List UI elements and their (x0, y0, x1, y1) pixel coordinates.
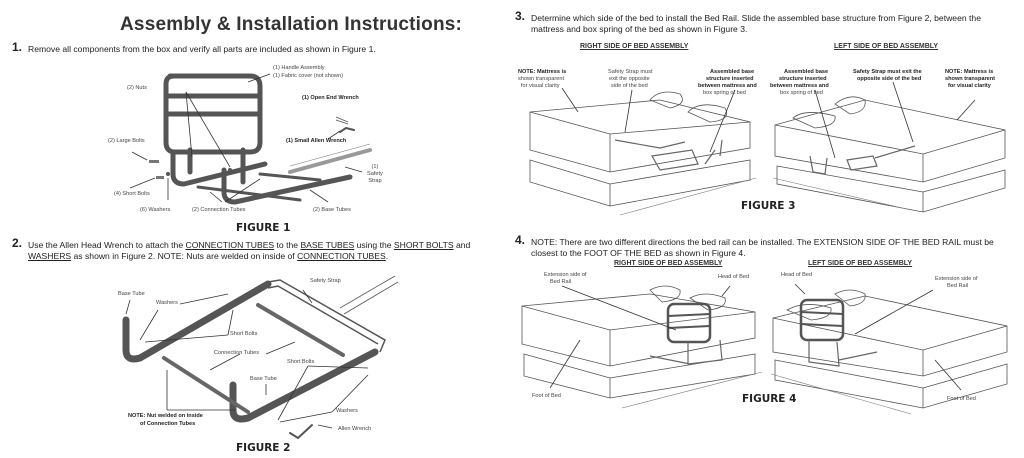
step-text-part: Use the Allen Head Wrench to attach the (28, 240, 186, 250)
callout-safety-strap: Safety Strap must exit the (853, 69, 922, 75)
figure-3-right-heading: RIGHT SIDE OF BED ASSEMBLY (580, 43, 689, 50)
callout-fabric-cover: (1) Fabric cover (not shown) (273, 73, 343, 79)
callout-head-of-bed: Head of Bed (718, 274, 750, 280)
figure-4-right-heading: RIGHT SIDE OF BED ASSEMBLY (614, 260, 723, 267)
term-connection-tubes: CONNECTION TUBES (185, 240, 275, 250)
term-connection-tubes: CONNECTION TUBES (297, 251, 386, 261)
callout-small-allen-wrench: (1) Small Allen Wrench (286, 138, 347, 144)
callout-base-structure: Assembled base (710, 69, 755, 75)
callout-note-mattress: for visual clarity (521, 83, 560, 89)
bed-drawing (772, 81, 1006, 213)
figure-3-left-bed: Assembled base structure inserted betwee… (765, 60, 1024, 220)
callout-extension-side: Bed Rail (947, 283, 969, 289)
callout-note-mattress: for visual clarity (948, 83, 991, 89)
step-text: Remove all components from the box and v… (28, 44, 376, 54)
callout-nuts: (2) Nuts (127, 85, 147, 91)
callout-handle-assembly: (1) Handle Assembly (273, 65, 325, 71)
callout-base-structure: between mattress and (770, 83, 829, 89)
callout-base-tube: Base Tube (250, 376, 277, 382)
callout-safety-strap: Safety Strap (310, 278, 341, 284)
callout-head-of-bed: Head of Bed (781, 272, 813, 278)
callout-short-bolts: Short Bolts (230, 331, 258, 337)
callout-note-nut-welded: NOTE: Nut welded on inside (128, 413, 203, 419)
callout-foot-of-bed: Foot of Bed (532, 393, 561, 399)
callout-note-mattress: shown transparent (518, 76, 565, 82)
step-1: 1. Remove all components from the box an… (12, 41, 498, 55)
callout-safety-strap: exit the opposite (609, 76, 650, 82)
figure-2: Base Tube Washers Safety Strap Short Bol… (100, 270, 420, 458)
step-2: 2. Use the Allen Head Wrench to attach t… (12, 237, 503, 262)
callout-connection-tubes: Connection Tubes (214, 350, 260, 356)
callout-base-structure: box spring of bed (703, 90, 746, 96)
callout-base-structure: structure inserted (779, 76, 827, 82)
step-text: Determine which side of the bed to insta… (531, 13, 981, 34)
figure-4-left-heading: LEFT SIDE OF BED ASSEMBLY (808, 260, 913, 267)
step-number: 2. (12, 236, 23, 250)
callout-connection-tubes: (2) Connection Tubes (192, 207, 246, 213)
callout-washers: (6) Washers (140, 207, 171, 213)
callout-safety-strap: opposite side of the bed (857, 76, 922, 82)
callout-base-structure: between mattress and (698, 83, 757, 89)
term-short-bolts: SHORT BOLTS (393, 240, 454, 250)
callout-extension-side: Extension side of (935, 276, 978, 282)
figure-1-label: FIGURE 1 (236, 222, 291, 234)
callout-open-end-wrench: (1) Open End Wrench (302, 95, 359, 101)
callout-extension-side: Extension side of (544, 272, 587, 278)
figure-4-left-bed: Head of Bed Extension side of Bed Rail F… (765, 268, 1024, 418)
step-number: 3. (515, 9, 526, 23)
figure-2-drawing (122, 275, 399, 439)
callout-base-tube: Base Tube (118, 291, 145, 297)
figure-4-right-bed: Extension side of Bed Rail Head of Bed F… (510, 268, 765, 418)
figure-3-label: FIGURE 3 (741, 200, 796, 212)
callout-foot-of-bed: Foot of Bed (947, 396, 976, 402)
callout-short-bolts: (4) Short Bolts (114, 191, 150, 197)
figure-2-label: FIGURE 2 (236, 442, 291, 454)
step-text-part: using the (354, 240, 394, 250)
callout-note-mattress: shown transparent (945, 76, 996, 82)
figure-3-left-heading: LEFT SIDE OF BED ASSEMBLY (834, 43, 939, 50)
step-text: NOTE: There are two different directions… (531, 237, 994, 258)
document-title: Assembly & Installation Instructions: (120, 14, 463, 35)
callout-safety-strap: Safety Strap must (608, 69, 653, 75)
callout-base-structure: box spring of bed (780, 90, 823, 96)
step-text-part: as shown in Figure 2. NOTE: Nuts are wel… (71, 251, 298, 261)
callout-safety-strap: (1) Safety Strap (367, 164, 383, 184)
step-text-part: . (385, 251, 389, 261)
callout-short-bolts: Short Bolts (287, 359, 315, 365)
step-number: 4. (515, 233, 526, 247)
figure-4-label: FIGURE 4 (742, 393, 797, 405)
callout-extension-side: Bed Rail (550, 279, 572, 285)
callout-washers: Washers (156, 300, 178, 306)
callout-base-structure: Assembled base (784, 69, 829, 75)
step-text-part: and (453, 240, 471, 250)
figure-3-right-bed: NOTE: Mattress is shown transparent for … (510, 60, 765, 220)
term-base-tubes: BASE TUBES (300, 240, 355, 250)
step-number: 1. (12, 40, 23, 54)
callout-washers: Washers (336, 408, 358, 414)
callout-large-bolts: (2) Large Bolts (108, 138, 145, 144)
figure-1: (1) Handle Assembly (1) Fabric cover (no… (100, 62, 383, 222)
callout-base-tubes: (2) Base Tubes (313, 207, 351, 213)
step-4: 4. NOTE: There are two different directi… (515, 234, 1011, 259)
bed-drawing (770, 283, 1008, 415)
callout-base-structure: structure inserted (706, 76, 754, 82)
callout-safety-strap: side of the bed (611, 83, 648, 89)
callout-note-connection-tubes: of Connection Tubes (140, 421, 196, 427)
bed-drawing (529, 87, 757, 216)
callout-allen-wrench: Allen Wrench (338, 426, 372, 432)
step-text-part: to the (274, 240, 301, 250)
figure-1-drawing (129, 73, 372, 205)
bed-drawing (521, 285, 763, 409)
term-washers: WASHERS (28, 251, 72, 261)
callout-note-mattress: NOTE: Mattress is (945, 69, 994, 75)
step-3: 3. Determine which side of the bed to in… (515, 10, 1011, 35)
callout-note-mattress: NOTE: Mattress is (518, 69, 567, 75)
